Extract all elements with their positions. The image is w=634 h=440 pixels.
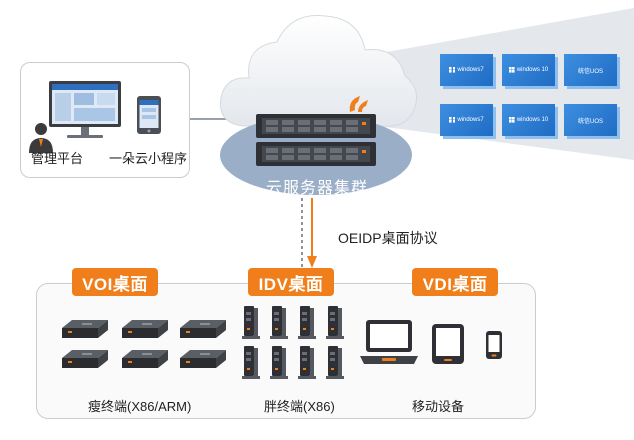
mobile-device-label: 移动设备 (412, 399, 465, 414)
fat-terminal-label: 胖终端(X86) (264, 399, 335, 414)
idv-desktop-badge: IDV桌面 (248, 268, 334, 296)
vm-tile: windows7 (440, 104, 493, 136)
admin-workstation-icon (29, 81, 121, 153)
windows-icon (508, 67, 515, 73)
vm-tile: windows 10 (502, 54, 555, 86)
vm-tile: 统信UOS (564, 104, 617, 136)
thin-terminal-label: 瘦终端(X86/ARM) (88, 399, 192, 414)
vdi-desktop-badge: VDI桌面 (412, 268, 498, 296)
protocol-label: OEIDP桌面协议 (338, 230, 438, 246)
vm-tile: 统信UOS (564, 54, 617, 86)
windows-icon (449, 117, 456, 123)
thin-terminal-icons (62, 320, 226, 368)
management-box: 管理平台 一朵云小程序 (20, 62, 190, 178)
miniprogram-label: 一朵云小程序 (109, 151, 188, 166)
windows-icon (508, 117, 515, 123)
windows-icon (449, 67, 456, 73)
protocol-arrow (301, 198, 317, 272)
laptop-icon (360, 320, 418, 364)
cluster-label: 云服务器集群 (266, 180, 369, 197)
fat-terminal-icons (242, 306, 344, 379)
brand-logo-icon (349, 96, 368, 112)
server-rack-icon (256, 114, 376, 166)
management-platform-label: 管理平台 (31, 151, 84, 166)
vm-tile: windows7 (440, 54, 493, 86)
connector-line (190, 118, 252, 120)
voi-desktop-badge: VOI桌面 (72, 268, 158, 296)
phone-icon (486, 331, 502, 359)
vm-tile-grid: windows7 windows 10 统信UOS windows7 windo… (440, 54, 617, 138)
cloud-shape (220, 15, 418, 127)
tablet-icon (432, 324, 464, 364)
phone-icon (137, 96, 161, 134)
vm-tile: windows 10 (502, 104, 555, 136)
